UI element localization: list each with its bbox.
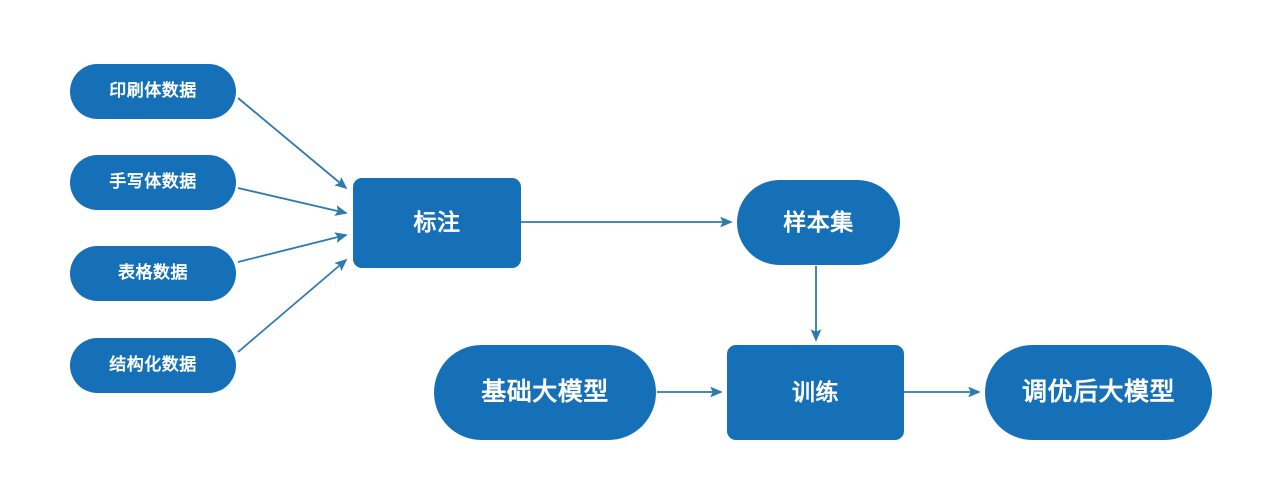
node-handwritten-data[interactable]: 手写体数据 <box>70 155 236 210</box>
node-printed-data[interactable]: 印刷体数据 <box>70 64 236 119</box>
edge-handwritten-to-annotation <box>237 187 348 216</box>
node-label-structured-data: 结构化数据 <box>109 355 197 375</box>
node-label-annotation: 标注 <box>413 209 461 236</box>
node-label-printed-data: 印刷体数据 <box>109 81 197 101</box>
node-label-base-model: 基础大模型 <box>481 377 609 406</box>
node-tuned-model[interactable]: 调优后大模型 <box>985 345 1212 440</box>
node-label-tuned-model: 调优后大模型 <box>1021 377 1175 406</box>
edge-structured-to-annotation <box>237 258 348 353</box>
node-label-handwritten-data: 手写体数据 <box>109 172 197 192</box>
node-training[interactable]: 训练 <box>727 345 904 440</box>
node-sample-set[interactable]: 样本集 <box>737 180 900 265</box>
node-structured-data[interactable]: 结构化数据 <box>70 338 236 393</box>
node-label-training: 训练 <box>792 378 839 405</box>
edge-printed-to-annotation <box>237 97 348 190</box>
node-annotation[interactable]: 标注 <box>353 178 521 268</box>
node-table-data[interactable]: 表格数据 <box>70 246 236 301</box>
node-label-sample-set: 样本集 <box>783 208 854 235</box>
node-label-table-data: 表格数据 <box>118 263 188 283</box>
node-base-model[interactable]: 基础大模型 <box>434 345 656 440</box>
edge-table-to-annotation <box>237 232 348 263</box>
